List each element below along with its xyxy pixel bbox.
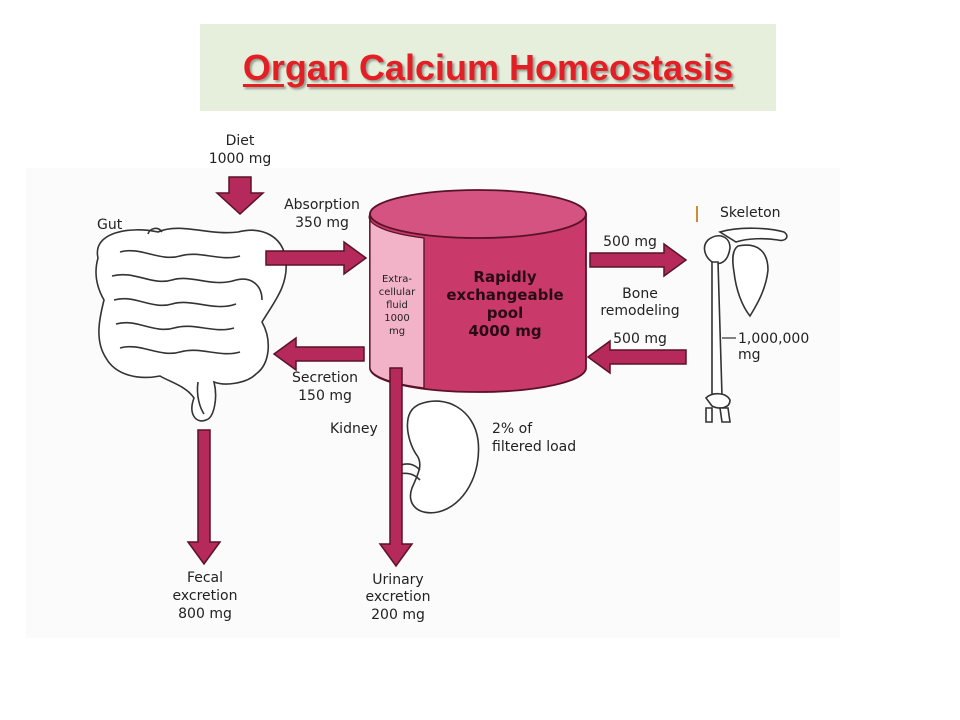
ecf-label: Extra- cellular fluid 1000 mg bbox=[379, 274, 416, 337]
svg-text:mg: mg bbox=[389, 326, 405, 337]
urinary-label-1: Urinary bbox=[372, 572, 423, 588]
secretion-arrow bbox=[272, 336, 365, 372]
page-title: Organ Calcium Homeostasis bbox=[242, 46, 734, 88]
svg-text:1000: 1000 bbox=[384, 313, 409, 324]
fecal-label-2: excretion bbox=[173, 588, 238, 604]
svg-text:pool: pool bbox=[487, 304, 524, 322]
diet-label: Diet bbox=[226, 133, 255, 149]
svg-text:fluid: fluid bbox=[386, 300, 408, 311]
svg-text:Extra-: Extra- bbox=[382, 274, 412, 285]
skeleton-icon bbox=[703, 227, 788, 423]
from-bone-arrow bbox=[586, 339, 687, 375]
filtered-load-label-1: 2% of bbox=[492, 421, 533, 437]
secretion-label: Secretion bbox=[292, 370, 358, 386]
secretion-amount: 150 mg bbox=[298, 388, 352, 404]
kidney-label: Kidney bbox=[330, 421, 378, 437]
to-bone-amount: 500 mg bbox=[603, 234, 657, 250]
absorption-arrow bbox=[265, 240, 368, 276]
gut-label: Gut bbox=[97, 217, 123, 233]
svg-text:cellular: cellular bbox=[379, 287, 416, 298]
skeleton-mass-unit: mg bbox=[738, 347, 761, 363]
skeleton-mass: 1,000,000 bbox=[738, 331, 809, 347]
absorption-amount: 350 mg bbox=[295, 215, 349, 231]
pool-label: Rapidly exchangeable pool 4000 mg bbox=[446, 268, 563, 340]
fecal-amount: 800 mg bbox=[178, 606, 232, 622]
svg-text:exchangeable: exchangeable bbox=[446, 286, 563, 304]
absorption-label: Absorption bbox=[284, 197, 360, 213]
exchangeable-pool-cylinder bbox=[368, 189, 587, 393]
gut-icon bbox=[95, 227, 287, 422]
diet-arrow bbox=[215, 176, 265, 216]
skeleton-label: Skeleton bbox=[720, 205, 781, 221]
bone-remodeling-label-2: remodeling bbox=[600, 303, 679, 319]
urinary-label-2: excretion bbox=[366, 589, 431, 605]
from-bone-amount: 500 mg bbox=[613, 331, 667, 347]
svg-text:Rapidly: Rapidly bbox=[473, 268, 536, 286]
diet-amount: 1000 mg bbox=[209, 151, 272, 167]
title-banner: Organ Calcium Homeostasis bbox=[200, 24, 776, 111]
fecal-label-1: Fecal bbox=[187, 570, 223, 586]
to-bone-arrow bbox=[589, 242, 688, 278]
urinary-amount: 200 mg bbox=[371, 607, 425, 623]
urinary-arrow bbox=[378, 367, 414, 568]
svg-text:4000 mg: 4000 mg bbox=[468, 322, 541, 340]
fecal-arrow bbox=[186, 429, 222, 566]
bone-remodeling-label-1: Bone bbox=[622, 286, 658, 302]
filtered-load-label-2: filtered load bbox=[492, 439, 576, 455]
